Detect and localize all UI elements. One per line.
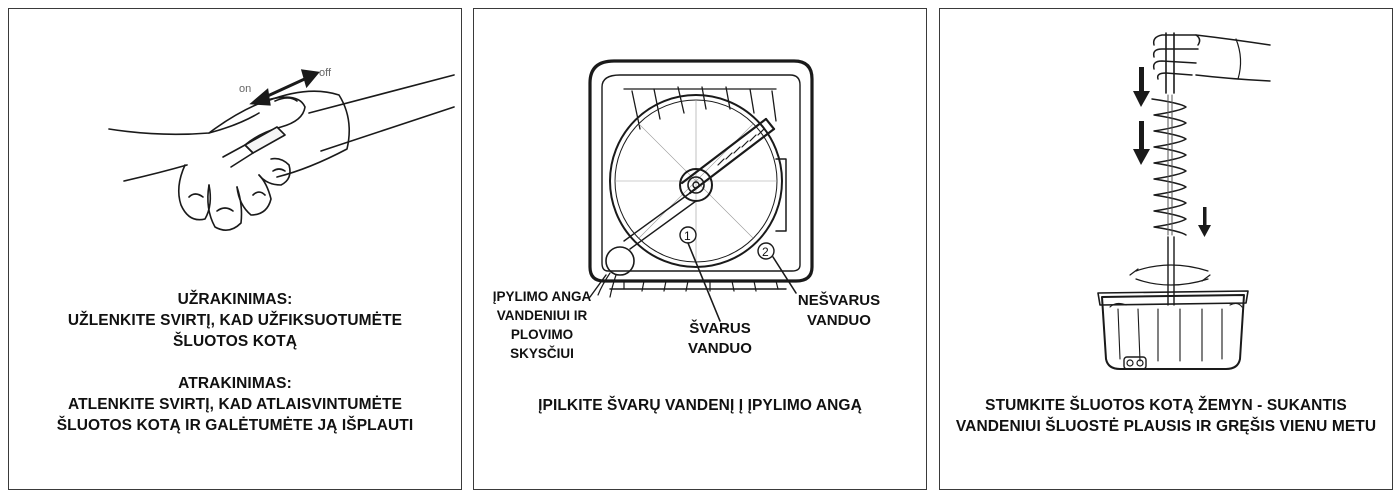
caption-line: ATLENKITE SVIRTĮ, KAD ATLAISVINTUMĖTE (67, 396, 403, 413)
label-line: ĮPYLIMO ANGA (492, 289, 592, 304)
down-arrows (1133, 67, 1211, 237)
push-caption: STUMKITE ŠLUOTOS KOTĄ ŽEMYN - SUKANTIS V… (940, 395, 1392, 437)
label-line: VANDUO (688, 340, 752, 357)
panel-push-handle: STUMKITE ŠLUOTOS KOTĄ ŽEMYN - SUKANTIS V… (939, 8, 1393, 490)
bucket-top-view-illustration: 1 2 (588, 59, 814, 322)
marker-1: 1 (684, 229, 691, 243)
label-line: VANDUO (807, 312, 871, 329)
caption-line: UŽLENKITE SVIRTĮ, KAD UŽFIKSUOTUMĖTE (67, 312, 403, 329)
clean-water-label: ŠVARUS VANDUO (670, 319, 770, 359)
panel-lock-instructions: on off UŽRAKINIMAS: UŽLENKITE SVIRTĮ, KA… (8, 8, 462, 490)
label-line: VANDENIUI IR (496, 308, 588, 323)
caption-line: STUMKITE ŠLUOTOS KOTĄ ŽEMYN - SUKANTIS (985, 397, 1347, 414)
spin-bucket-illustration (1097, 32, 1271, 370)
label-line: PLOVIMO (510, 327, 574, 342)
inlet-label: ĮPYLIMO ANGA VANDENIUI IR PLOVIMO SKYSČI… (478, 287, 606, 363)
lock-caption: UŽRAKINIMAS: UŽLENKITE SVIRTĮ, KAD UŽFIK… (9, 289, 461, 436)
marker-2: 2 (762, 245, 769, 259)
caption-line: ŠLUOTOS KOTĄ IR GALĖTUMĖTE JĄ IŠPLAUTI (56, 417, 414, 434)
lever-hand-illustration (108, 69, 455, 231)
on-label: on (239, 83, 252, 95)
label-line: NEŠVARUS (797, 292, 881, 309)
dirty-water-label: NEŠVARUS VANDUO (784, 291, 894, 331)
caption-line (9, 352, 461, 373)
caption-line: UŽRAKINIMAS: (177, 291, 293, 308)
fill-caption: ĮPILKITE ŠVARŲ VANDENĮ Į ĮPYLIMO ANGĄ (474, 395, 926, 416)
panel-fill-water: 1 2 ĮPYLIMO ANGA VANDENIUI IR PLOVIMO SK… (473, 8, 927, 490)
label-line: ŠVARUS (689, 320, 751, 337)
off-label: off (319, 67, 332, 79)
caption-line: ŠLUOTOS KOTĄ (172, 333, 298, 350)
caption-line: VANDENIUI ŠLUOSTĖ PLAUSIS IR GRĘŠIS VIEN… (955, 418, 1377, 435)
caption-line: ĮPILKITE ŠVARŲ VANDENĮ Į ĮPYLIMO ANGĄ (538, 397, 862, 414)
label-line: SKYSČIUI (510, 346, 574, 361)
caption-line: ATRAKINIMAS: (178, 375, 292, 392)
